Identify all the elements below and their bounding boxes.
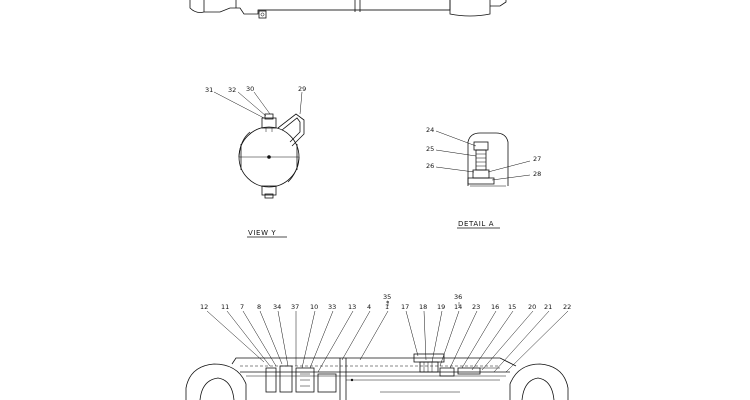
callout-33: 33 <box>328 303 336 311</box>
callout-29: 29 <box>298 85 306 93</box>
callout-20: 20 <box>528 303 536 311</box>
callout-12: 12 <box>200 303 208 311</box>
callout-22: 22 <box>563 303 571 311</box>
callout-25: 25 <box>426 145 434 153</box>
callout-14: 14 <box>454 303 462 311</box>
callout-19: 19 <box>437 303 445 311</box>
callout-26: 26 <box>426 162 434 170</box>
detail-a: 24 25 26 27 28 DETAIL A <box>426 126 541 229</box>
view-y-caption: VIEW Y <box>248 229 276 237</box>
callout-30: 30 <box>246 85 254 93</box>
callout-37: 37 <box>291 303 299 311</box>
callout-35: 35 <box>383 293 391 301</box>
callout-18: 18 <box>419 303 427 311</box>
callout-1: 1 <box>385 303 389 311</box>
callout-24: 24 <box>426 126 434 134</box>
callout-36: 36 <box>454 293 462 301</box>
view-y: 31 32 30 29 VIEW Y <box>205 85 306 238</box>
callout-7: 7 <box>240 303 244 311</box>
callout-27: 27 <box>533 155 541 163</box>
callout-28: 28 <box>533 170 541 178</box>
callout-23: 23 <box>472 303 480 311</box>
callout-34: 34 <box>273 303 281 311</box>
detail-a-caption: DETAIL A <box>458 220 494 228</box>
callout-13: 13 <box>348 303 356 311</box>
main-section-view: 12 11 7 8 34 37 10 33 13 4 35 1 17 18 19… <box>185 293 571 400</box>
callout-32: 32 <box>228 86 236 94</box>
callout-10: 10 <box>310 303 318 311</box>
callout-4: 4 <box>367 303 371 311</box>
callout-16: 16 <box>491 303 499 311</box>
asterisk-marker: * <box>386 299 390 307</box>
callout-31: 31 <box>205 86 213 94</box>
callout-11: 11 <box>221 303 229 311</box>
callout-15: 15 <box>508 303 516 311</box>
callout-17: 17 <box>401 303 409 311</box>
callout-8: 8 <box>257 303 261 311</box>
callout-21: 21 <box>544 303 552 311</box>
top-cylinder-assembly <box>189 0 507 19</box>
